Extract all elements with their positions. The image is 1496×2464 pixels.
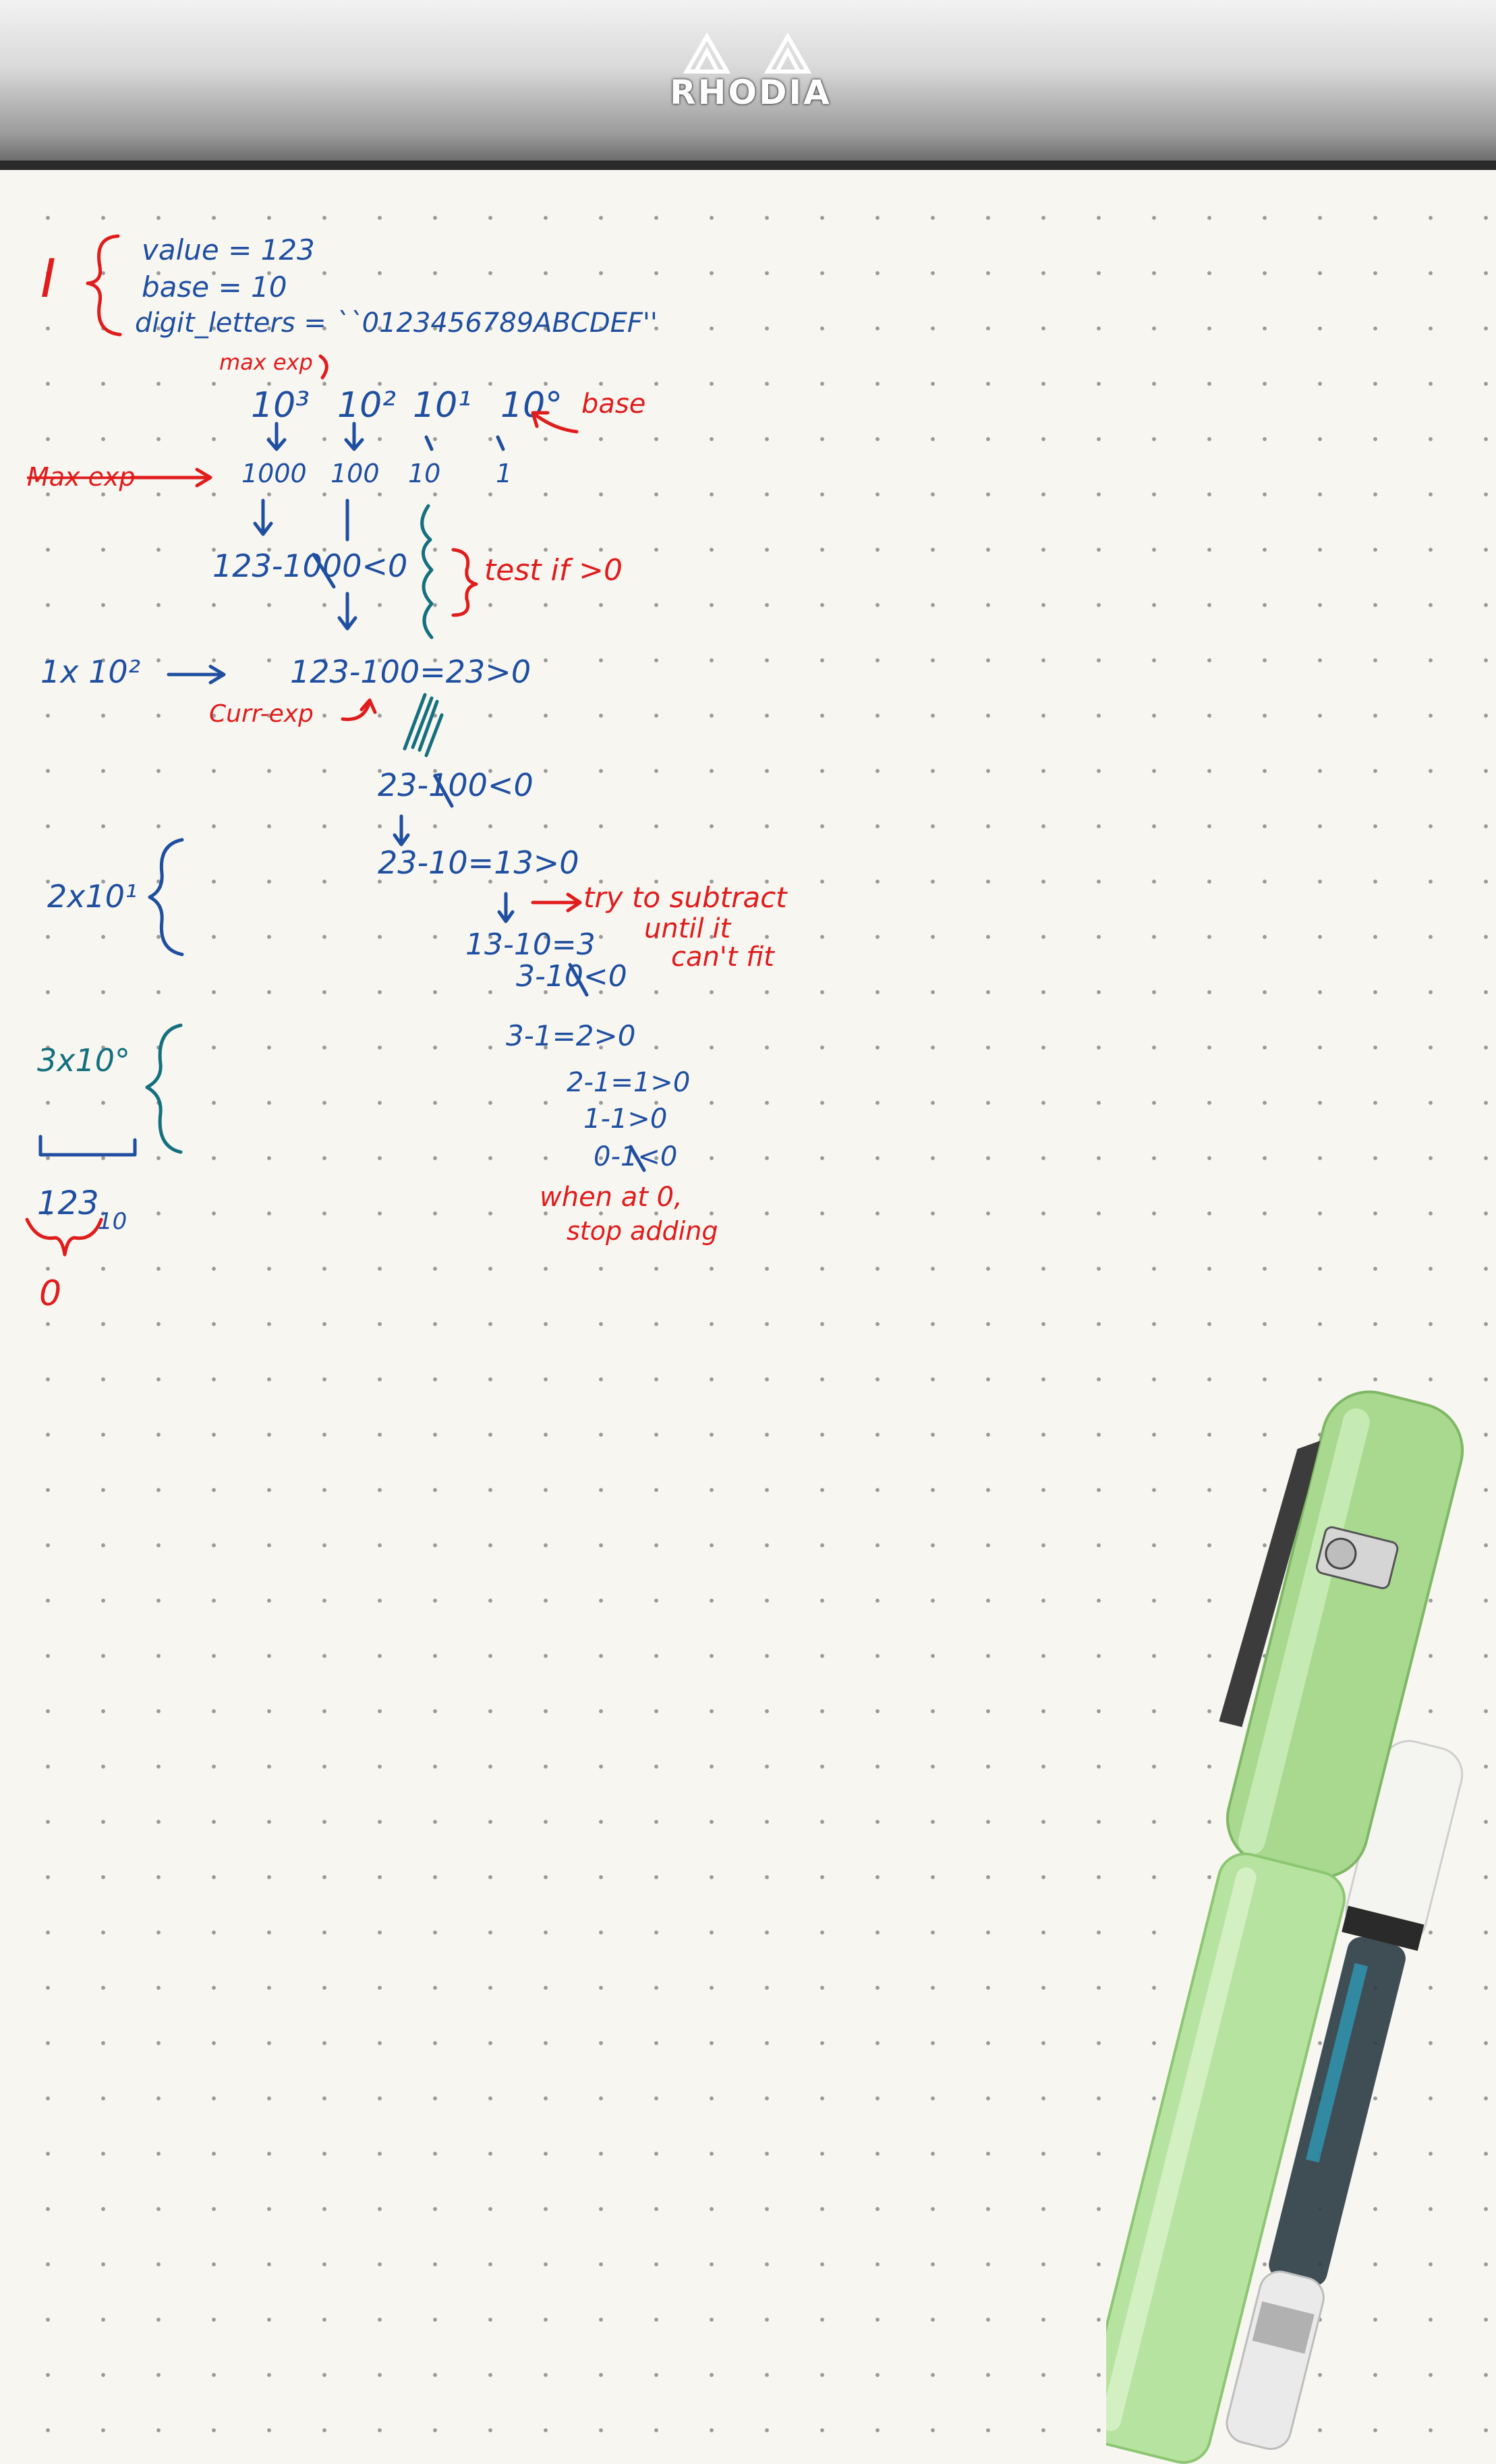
stop-label-line-2: stop adding xyxy=(567,1216,718,1246)
white-pen-band xyxy=(1342,1906,1425,1951)
fountain-pens-photo xyxy=(1106,1390,1464,2464)
down-arrow-icon xyxy=(424,435,434,451)
test-brace xyxy=(451,548,478,617)
grip-rings xyxy=(1252,2301,1315,2354)
try-label-line-2: until it xyxy=(644,913,731,944)
max-exp-label: max exp xyxy=(219,349,313,375)
power-10-2: 10² xyxy=(337,385,396,426)
result-base: 10 xyxy=(98,1208,127,1235)
rhodia-trees-logo-icon xyxy=(683,32,812,74)
try-label-line-1: try to subtract xyxy=(583,881,788,914)
tens-step-2: 13-10=3 xyxy=(465,927,596,962)
down-arrow-icon xyxy=(393,814,410,847)
emblem-logo-icon xyxy=(1325,1537,1357,1570)
ink-window xyxy=(1306,1963,1369,2163)
digit-tens: 2x10¹ xyxy=(47,878,137,915)
tens-column-scribble xyxy=(403,693,444,757)
green-pen-barrel xyxy=(1106,1852,1346,2464)
value-1: 1 xyxy=(496,459,512,488)
value-line: value = 123 xyxy=(142,233,315,266)
test-label: test if >0 xyxy=(484,553,623,588)
down-arrow-icon xyxy=(266,422,287,451)
notepad-binding-edge xyxy=(0,161,1496,170)
down-arrow-icon xyxy=(253,498,273,536)
green-pen-highlight xyxy=(1238,1408,1370,1855)
ones-brace xyxy=(145,1023,183,1154)
power-10-3: 10³ xyxy=(251,385,310,426)
max-exp-arrow-icon xyxy=(318,354,328,380)
down-arrow-icon xyxy=(496,435,505,451)
down-arrow-icon xyxy=(497,892,515,923)
value-1000: 1000 xyxy=(241,459,307,488)
down-arrow-icon xyxy=(337,592,357,631)
strike-mark xyxy=(629,1145,646,1172)
digit-ones: 3x10° xyxy=(37,1042,130,1079)
down-arrow-icon xyxy=(344,422,364,451)
ink-converter xyxy=(1269,1937,1406,2287)
value-100: 100 xyxy=(330,459,380,488)
ones-step-1: 3-1=2>0 xyxy=(506,1019,635,1052)
power-10-1: 10¹ xyxy=(413,385,471,426)
first-test: 123-1000<0 xyxy=(212,548,407,584)
power-10-0: 10° xyxy=(500,385,563,426)
pen-clip xyxy=(1219,1441,1321,1727)
ones-step-2: 2-1=1>0 xyxy=(567,1067,690,1098)
base-line: base = 10 xyxy=(142,270,287,304)
digit-hundreds: 1x 10² xyxy=(40,654,140,690)
tens-test: 23-100<0 xyxy=(378,767,534,803)
curr-exp-arrow-icon xyxy=(341,698,377,721)
base-pointer-arrow-icon xyxy=(531,411,579,434)
stop-label-line-1: when at 0, xyxy=(540,1182,683,1213)
result-value: 123 xyxy=(37,1184,99,1222)
ones-column-zigzag xyxy=(420,504,434,639)
try-arrow-icon xyxy=(531,892,582,913)
result-bracket xyxy=(38,1135,137,1157)
try-label-line-3: can't fit xyxy=(671,942,775,973)
value-10: 10 xyxy=(408,459,440,488)
strike-mark xyxy=(433,774,454,808)
strike-mark xyxy=(568,963,589,997)
inputs-brace xyxy=(86,234,122,337)
barrel-highlight xyxy=(1106,1867,1257,2431)
result-zero: 0 xyxy=(39,1273,61,1314)
digit-letters-line: digit_letters = ``0123456789ABCDEF'' xyxy=(135,308,658,339)
right-arrow-icon xyxy=(167,664,226,685)
section-marker: I xyxy=(40,249,56,310)
strike-mark xyxy=(312,552,336,589)
notepad-header-band xyxy=(0,0,1496,169)
rhodia-brand-logo: RHODIA xyxy=(670,73,832,112)
max-exp-arrow-label: Max exp xyxy=(27,462,136,492)
result-brace xyxy=(25,1217,103,1257)
base-label: base xyxy=(581,389,645,420)
tens-brace xyxy=(148,838,184,956)
ones-step-3: 1-1>0 xyxy=(583,1104,667,1135)
tens-step-1: 23-10=13>0 xyxy=(378,844,579,881)
curr-exp-label: Curr-exp xyxy=(209,700,314,728)
hundreds-step: 123-100=23>0 xyxy=(290,654,531,690)
max-exp-pointer-arrow-icon xyxy=(130,467,212,488)
